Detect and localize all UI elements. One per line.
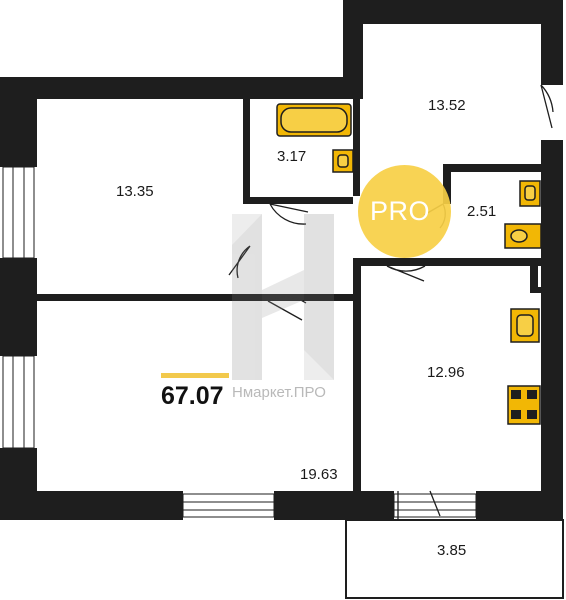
area-balcony: 3.85 (437, 542, 467, 559)
windows (2, 166, 477, 518)
balcony-outline (345, 519, 564, 599)
watermark-text: Нмаркет.ПРО (232, 384, 326, 401)
walls (0, 0, 563, 520)
pro-badge-circle (358, 165, 451, 258)
total-area: 67.07 (161, 382, 224, 410)
area-living: 19.63 (300, 466, 338, 483)
stove-icon (507, 385, 541, 425)
area-wc: 2.51 (467, 203, 497, 220)
area-hall: 13.52 (428, 97, 466, 114)
pro-badge-label: PRO (370, 196, 431, 226)
total-area-accent (161, 373, 229, 378)
watermark-logo (232, 214, 334, 380)
fixtures (276, 103, 542, 425)
area-bathroom: 3.17 (277, 148, 307, 165)
area-bedroom: 13.35 (116, 183, 154, 200)
area-kitchen: 12.96 (427, 364, 465, 381)
